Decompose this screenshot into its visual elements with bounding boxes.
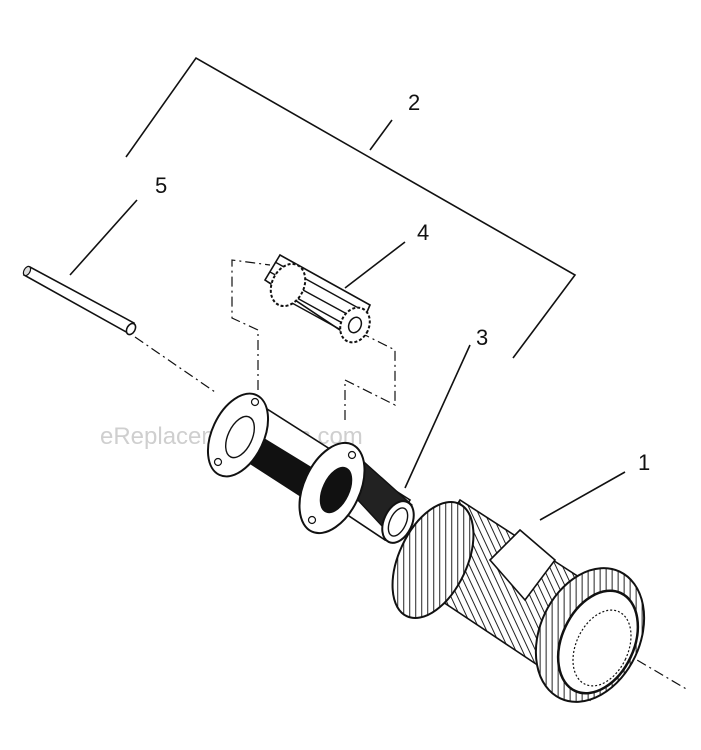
gear-placement-path (231, 259, 396, 420)
part-5-pin (22, 265, 137, 336)
callout-4: 4 (417, 220, 429, 245)
callout-3: 3 (476, 325, 488, 350)
callout-2: 2 (408, 90, 420, 115)
assembly-bracket (125, 56, 577, 359)
leader-1 (539, 471, 626, 521)
callout-1: 1 (638, 450, 650, 475)
part-1-threaded-housing (391, 498, 646, 703)
leader-4 (344, 241, 406, 289)
part-3-carrier (206, 392, 415, 544)
leader-5 (69, 199, 138, 276)
leader-3 (404, 344, 471, 489)
part-4-pinion-gear (263, 253, 372, 344)
callout-5: 5 (155, 173, 167, 198)
